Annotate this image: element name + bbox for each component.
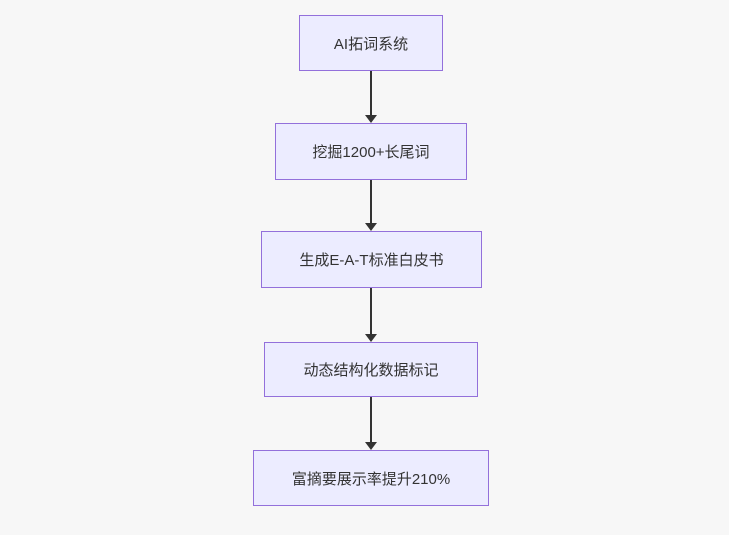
- arrowhead-down-icon: [365, 223, 377, 231]
- arrowhead-down-icon: [365, 115, 377, 123]
- arrow-line: [370, 180, 372, 223]
- flow-arrow-1: [365, 71, 377, 123]
- node-label: AI拓词系统: [333, 35, 409, 53]
- node-label: 生成E-A-T标准白皮书: [299, 252, 444, 269]
- flowchart-node-eat-whitepaper: 生成E-A-T标准白皮书: [261, 231, 482, 288]
- node-label: 挖掘1200+长尾词: [312, 144, 430, 161]
- flowchart-node-longtail-keywords: 挖掘1200+长尾词: [275, 123, 467, 180]
- arrowhead-down-icon: [365, 442, 377, 450]
- flowchart-node-ai-expansion: AI拓词系统: [299, 15, 443, 71]
- flowchart-node-structured-data: 动态结构化数据标记: [264, 342, 478, 397]
- arrow-line: [370, 71, 372, 115]
- flow-arrow-4: [365, 397, 377, 450]
- flowchart-node-rich-snippet-result: 富摘要展示率提升210%: [253, 450, 489, 506]
- flow-arrow-2: [365, 180, 377, 231]
- node-label: 富摘要展示率提升210%: [291, 470, 451, 488]
- arrowhead-down-icon: [365, 334, 377, 342]
- node-label: 动态结构化数据标记: [303, 362, 439, 379]
- flow-arrow-3: [365, 288, 377, 342]
- arrow-line: [370, 288, 372, 334]
- arrow-line: [370, 397, 372, 442]
